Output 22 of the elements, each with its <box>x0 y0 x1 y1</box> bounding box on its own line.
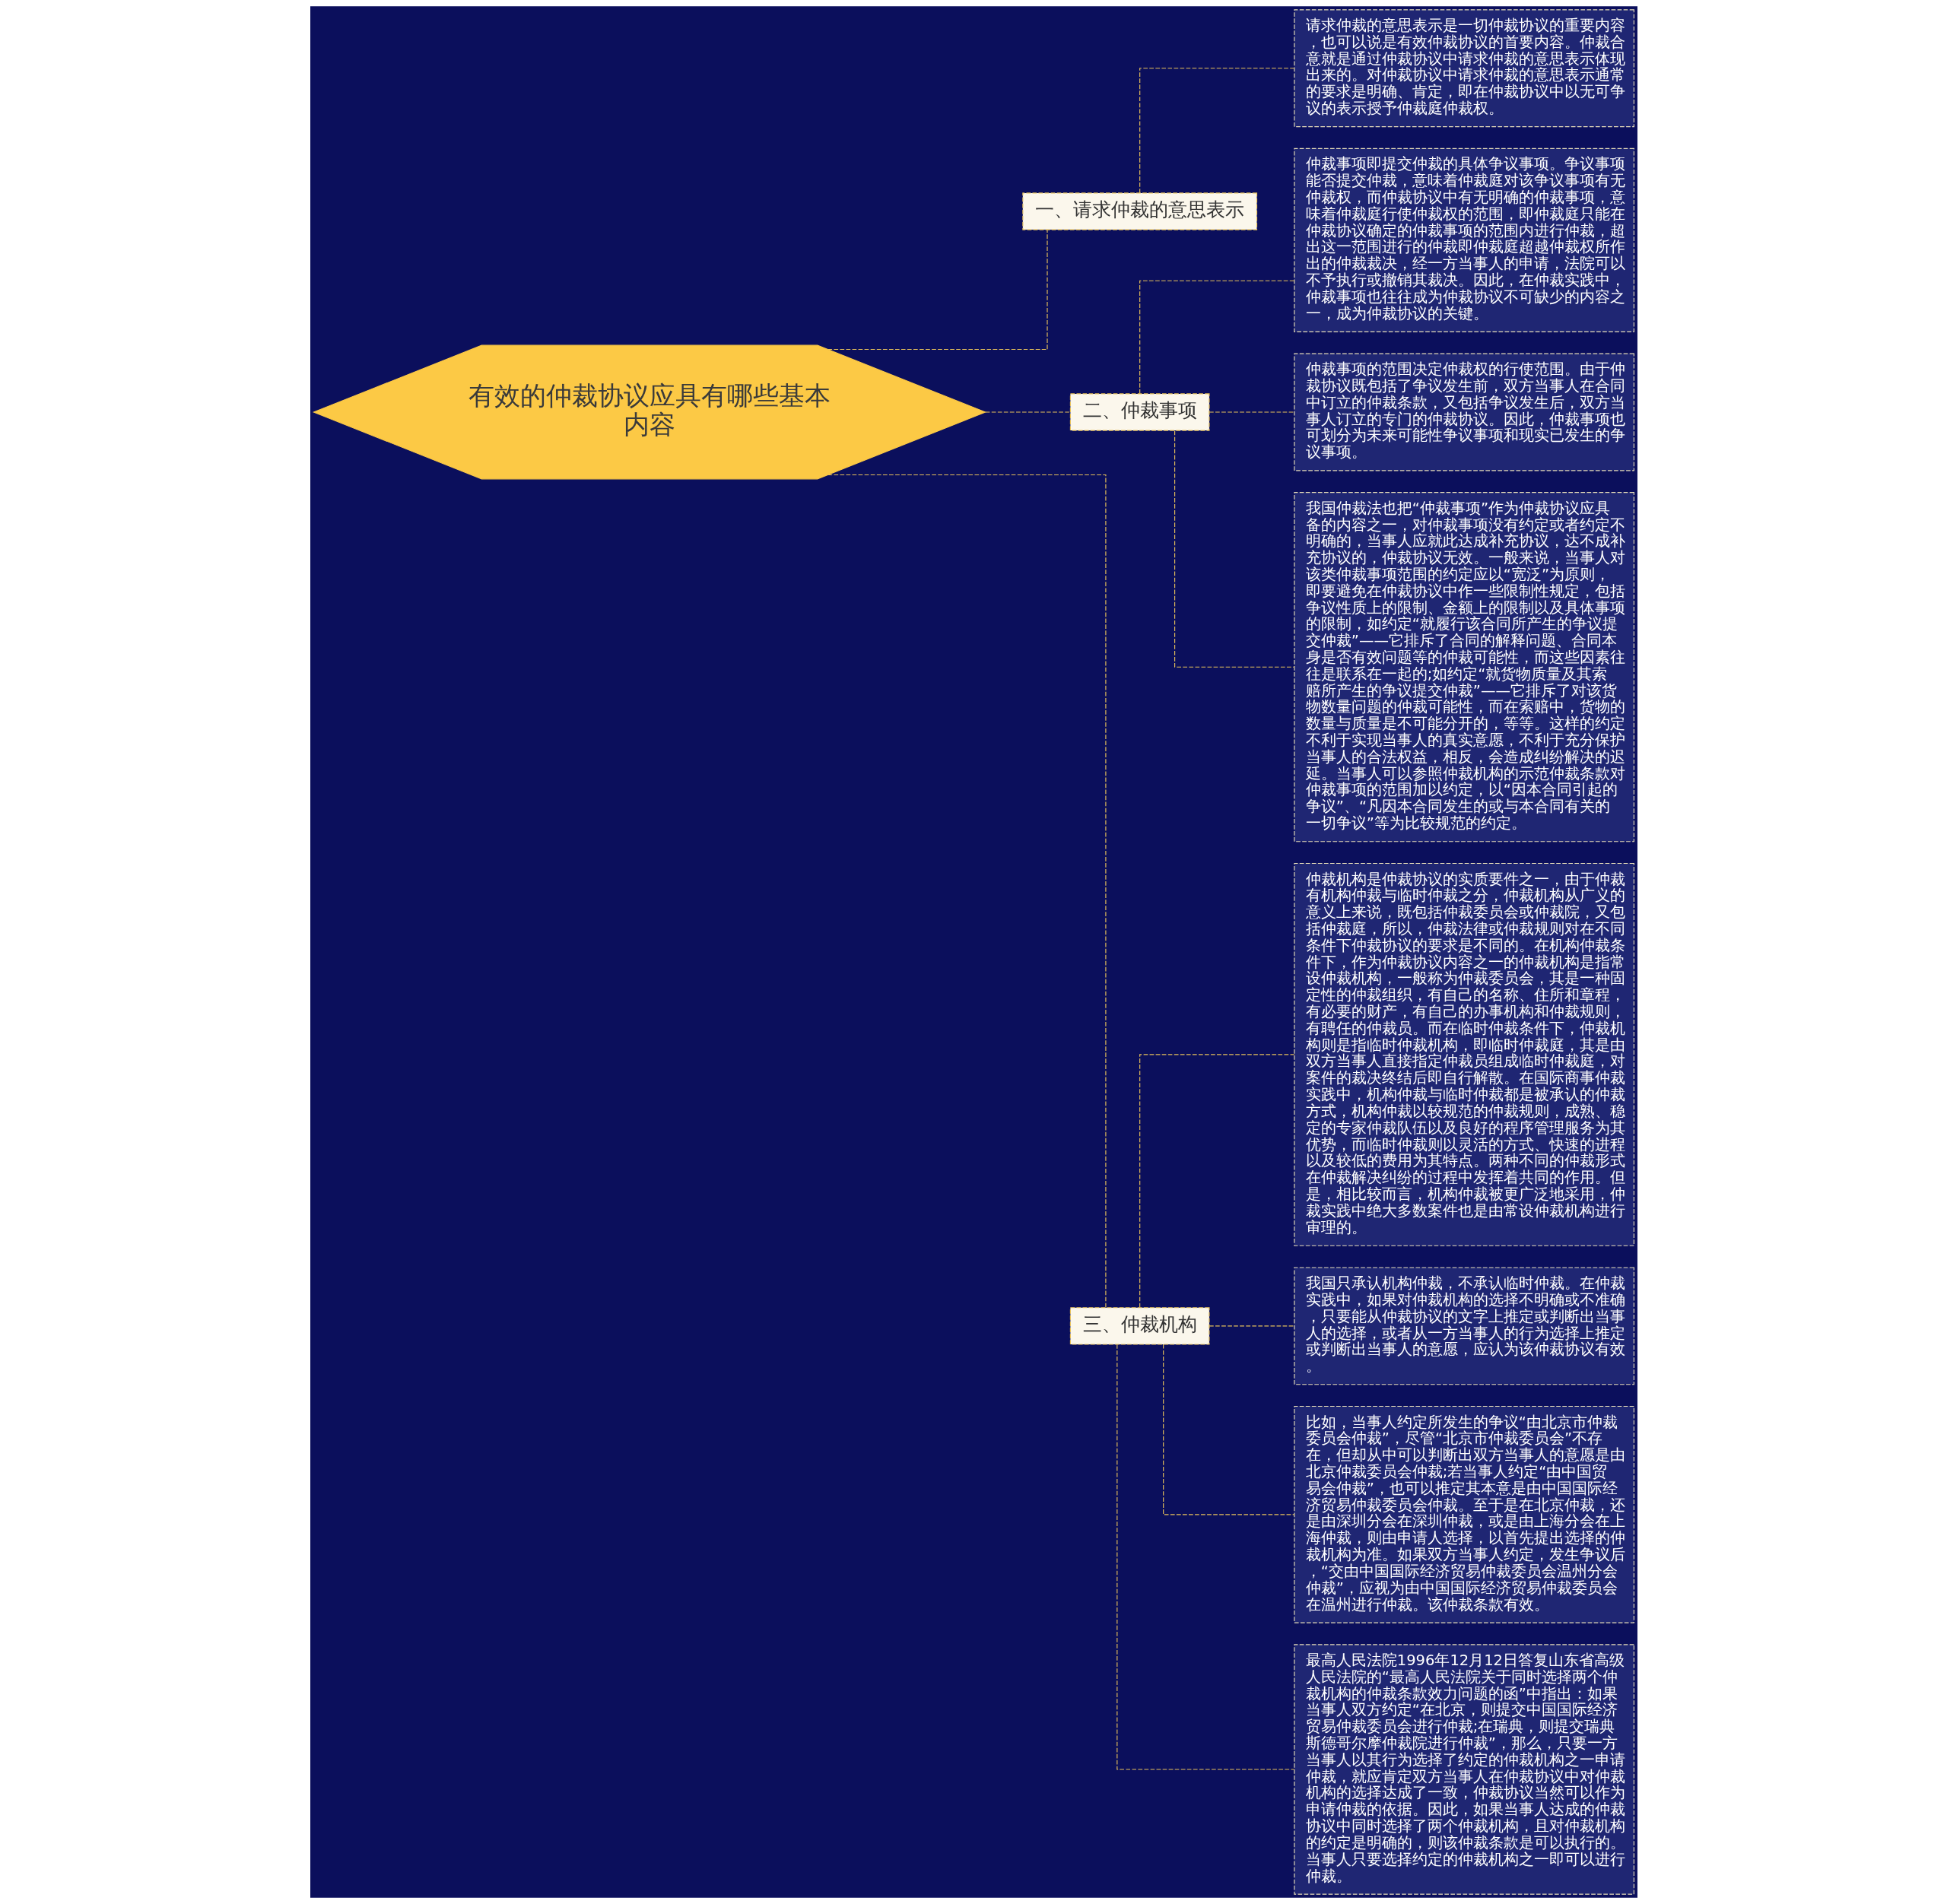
connector <box>1139 280 1294 395</box>
connector <box>1139 1054 1294 1308</box>
node-box: 最高人民法院1996年12月12日答复山东省高级人民法院的“最高人民法院关于同时选择两个仲裁机构的仲裁条款效力问题的函”中指出：如果当事人双方约定“在北京，则提交中国国际经济贸易仲裁委员会进行仲裁;在瑞典，则提交瑞典斯德哥尔摩仲裁院进行仲裁”，那么，只要一方当事人以其行为选择了约定的仲裁机构之一申请仲裁，就应肯定双方当事人在仲裁协议中对仲裁机构的选择达成了一致，仲裁协议当然可以作为申请仲裁的依据。因此，如果当事人达成的仲裁协议中同时选择了两个仲裁机构，且对仲裁机构的约定是明确的，则该仲裁条款是可以执行的。当事人只要选择约定的仲裁机构之一即可以进行仲裁。 <box>1293 1644 1634 1895</box>
node-box: 比如，当事人约定所发生的争议“由北京市仲裁委员会仲裁”，尽管“北京市仲裁委员会”不存在，但却从中可以判断出双方当事人的意愿是由北京仲裁委员会仲裁;若当事人约定“由中国贸易会仲裁”，也可以推定其本意是由中国国际经济贸易仲裁委员会仲裁。至于是在北京仲裁，还是由深圳分会在深圳仲裁，或是由上海分会在上海仲裁，则由申请人选择，以首先提出选择的仲裁机构为准。如果双方当事人约定，发生争议后，“交由中国国际经济贸易仲裁委员会温州分会仲裁”，应视为由中国国际经济贸易仲裁委员会在温州进行仲裁。该仲裁条款有效。 <box>1293 1405 1634 1623</box>
node-box: 三、仲裁机构 <box>1069 1307 1209 1345</box>
connector <box>1209 411 1294 413</box>
node-box: 一、请求仲裁的意思表示 <box>1021 192 1257 230</box>
connector <box>1174 430 1294 668</box>
connector <box>1116 1344 1294 1770</box>
connector <box>1139 68 1294 194</box>
node-box: 二、仲裁事项 <box>1069 393 1209 431</box>
node-box: 仲裁机构是仲裁协议的实质要件之一，由于仲裁有机构仲裁与临时仲裁之分，仲裁机构从广义的意义上来说，既包括仲裁委员会或仲裁院，又包括仲裁庭，所以，仲裁法律或仲裁规则对在不同条件下仲裁协议的要求是不同的。在机构仲裁条件下，作为仲裁协议内容之一的仲裁机构是指常设仲裁机构，一般称为仲裁委员会，其是一种固定性的仲裁组织，有自己的名称、住所和章程，有必要的财产，有自己的办事机构和仲裁规则，有聘任的仲裁员。而在临时仲裁条件下，仲裁机构则是指临时仲裁机构，即临时仲裁庭，其是由双方当事人直接指定仲裁员组成临时仲裁庭，对案件的裁决终结后即自行解散。在国际商事仲裁实践中，机构仲裁与临时仲裁都是被承认的仲裁方式，机构仲裁以较规范的仲裁规则，成熟、稳定的专家仲裁队伍以及良好的程序管理服务为其优势，而临时仲裁则以灵活的方式、快速的进程以及较低的费用为其特点。两种不同的仲裁形式在仲裁解决纠纷的过程中发挥着共同的作用。但是，相比较而言，机构仲裁被更广泛地采用，仲裁实践中绝大多数案件也是由常设仲裁机构进行审理的。 <box>1293 862 1634 1246</box>
node-box: 请求仲裁的意思表示是一切仲裁协议的重要内容，也可以说是有效仲裁协议的首要内容。仲裁合意就是通过仲裁协议中请求仲裁的意思表示体现出来的。对仲裁协议中请求仲裁的意思表示通常的要求是明确、肯定，即在仲裁协议中以无可争议的表示授予仲裁庭仲裁权。 <box>1293 9 1634 128</box>
connector <box>1162 1344 1294 1515</box>
connector <box>984 411 1070 413</box>
connector <box>827 229 1048 351</box>
node-box: 仲裁事项的范围决定仲裁权的行使范围。由于仲裁协议既包括了争议发生前，双方当事人在合同中订立的仲裁条款，又包括争议发生后，双方当事人订立的专门的仲裁协议。因此，仲裁事项也可划分为未来可能性争议事项和现实已发生的争议事项。 <box>1293 353 1634 471</box>
node-box: 我国只承认机构仲裁，不承认临时仲裁。在仲裁实践中，如果对仲裁机构的选择不明确或不准确，只要能从仲裁协议的文字上推定或判断出当事人的选择，或者从一方当事人的行为选择上推定或判断出当事人的意愿，应认为该仲裁协议有效。 <box>1293 1267 1634 1385</box>
connector <box>1209 1325 1294 1327</box>
connector <box>827 474 1106 1309</box>
node-box: 仲裁事项即提交仲裁的具体争议事项。争议事项能否提交仲裁，意味着仲裁庭对该争议事项有无仲裁权，而仲裁协议中有无明确的仲裁事项，意味着仲裁庭行使仲裁权的范围，即仲裁庭只能在仲裁协议确定的仲裁事项的范围内进行仲裁，超出这一范围进行的仲裁即仲裁庭超越仲裁权所作出的仲裁裁决，经一方当事人的申请，法院可以不予执行或撤销其裁决。因此，在仲裁实践中，仲裁事项也往往成为仲裁协议不可缺少的内容之一，成为仲裁协议的关键。 <box>1293 148 1634 332</box>
node-box: 我国仲裁法也把“仲裁事项”作为仲裁协议应具备的内容之一，对仲裁事项没有约定或者约定不明确的，当事人应就此达成补充协议，达不成补充协议的，仲裁协议无效。一般来说，当事人对该类仲裁事项范围的约定应以“宽泛”为原则，即要避免在仲裁协议中作一些限制性规定，包括争议性质上的限制、金额上的限制以及具体事项的限制，如约定“就履行该合同所产生的争议提交仲裁”——它排斥了合同的解释问题、合同本身是否有效问题等的仲裁可能性，而这些因素往往是联系在一起的;如约定“就货物质量及其索赔所产生的争议提交仲裁”——它排斥了对该货物数量问题的仲裁可能性，而在索赔中，货物的数量与质量是不可能分开的，等等。这样的约定不利于实现当事人的真实意愿，不利于充分保护当事人的合法权益，相反，会造成纠纷解决的迟延。当事人可以参照仲裁机构的示范仲裁条款对仲裁事项的范围加以约定，以“因本合同引起的争议”、“凡因本合同发生的或与本合同有关的一切争议”等为比较规范的约定。 <box>1293 492 1634 843</box>
